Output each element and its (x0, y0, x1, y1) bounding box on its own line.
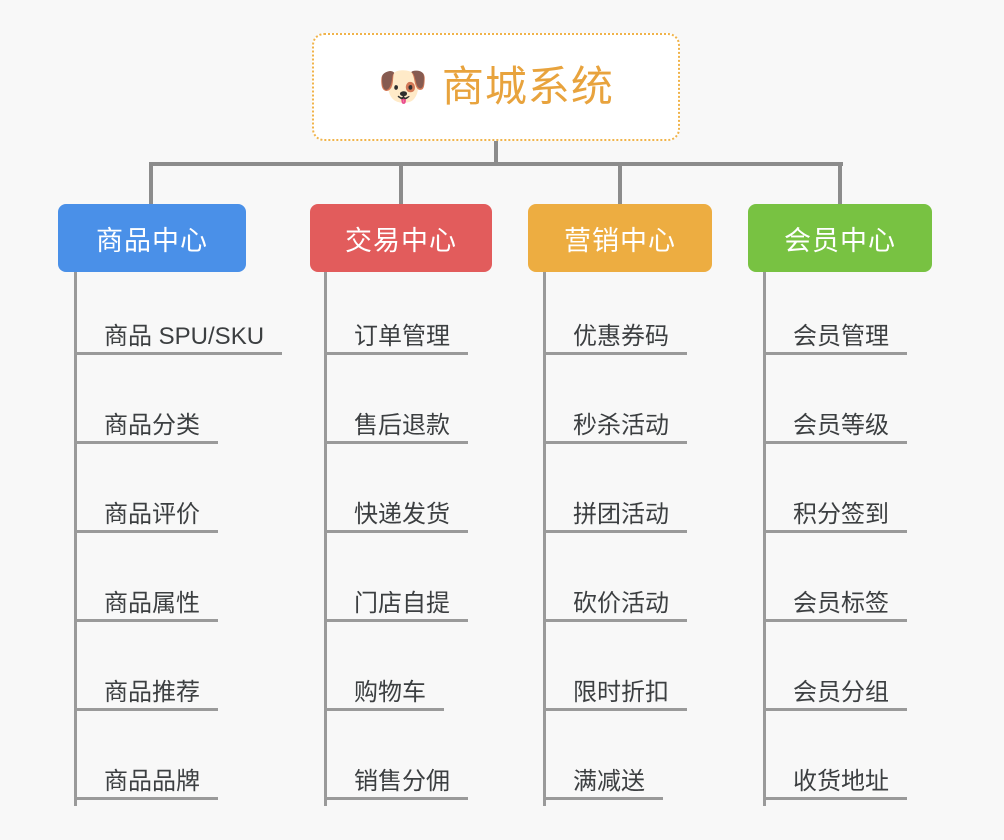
leaf-item[interactable]: 会员管理 (763, 272, 907, 361)
leaf-label: 门店自提 (324, 590, 468, 622)
leaf-label: 收货地址 (763, 768, 907, 800)
branch-node-1[interactable]: 商品中心 (58, 204, 246, 272)
leaf-label: 商品 SPU/SKU (74, 323, 283, 355)
branch-node-3[interactable]: 营销中心 (528, 204, 712, 272)
connector-drop-2 (399, 162, 403, 204)
branch-spine (763, 272, 766, 806)
leaf-label: 拼团活动 (543, 501, 687, 533)
leaf-item[interactable]: 商品品牌 (74, 717, 282, 806)
leaf-item[interactable]: 商品分类 (74, 361, 282, 450)
branch-label: 交易中心 (345, 225, 457, 256)
branch-node-2[interactable]: 交易中心 (310, 204, 492, 272)
leaf-item[interactable]: 购物车 (324, 628, 468, 717)
leaf-item[interactable]: 门店自提 (324, 539, 468, 628)
leaf-label: 订单管理 (324, 323, 468, 355)
leaf-label: 满减送 (543, 768, 663, 800)
leaf-label: 商品属性 (74, 590, 218, 622)
root-title: 商城系统 (441, 63, 614, 110)
leaf-column-3: 优惠券码秒杀活动拼团活动砍价活动限时折扣满减送 (543, 272, 687, 806)
leaf-item[interactable]: 会员分组 (763, 628, 907, 717)
leaf-label: 商品品牌 (74, 768, 218, 800)
root-node[interactable]: 🐶 商城系统 (312, 33, 680, 141)
leaf-item[interactable]: 限时折扣 (543, 628, 687, 717)
leaf-item[interactable]: 商品评价 (74, 450, 282, 539)
branch-node-4[interactable]: 会员中心 (748, 204, 932, 272)
leaf-label: 商品推荐 (74, 679, 218, 711)
branch-label: 营销中心 (564, 225, 676, 256)
leaf-column-1: 商品 SPU/SKU 商品分类商品评价商品属性商品推荐商品品牌 (74, 272, 283, 806)
leaf-label: 售后退款 (324, 412, 468, 444)
leaf-label: 会员标签 (763, 590, 907, 622)
leaf-item[interactable]: 秒杀活动 (543, 361, 687, 450)
branch-spine (324, 272, 327, 806)
leaf-item[interactable]: 快递发货 (324, 450, 468, 539)
leaf-label: 会员管理 (763, 323, 907, 355)
connector-root-stem (494, 141, 498, 164)
leaf-label: 优惠券码 (543, 323, 687, 355)
leaf-item[interactable]: 售后退款 (324, 361, 468, 450)
leaf-label: 购物车 (324, 679, 444, 711)
leaf-item[interactable]: 满减送 (543, 717, 687, 806)
connector-horizontal-bus (149, 162, 843, 166)
branch-spine (74, 272, 77, 806)
leaf-label: 积分签到 (763, 501, 907, 533)
leaf-column-4: 会员管理会员等级积分签到会员标签会员分组收货地址 (763, 272, 907, 806)
leaf-label: 商品评价 (74, 501, 218, 533)
connector-drop-1 (149, 162, 153, 204)
leaf-item[interactable]: 砍价活动 (543, 539, 687, 628)
leaf-label: 会员等级 (763, 412, 907, 444)
leaf-item[interactable]: 积分签到 (763, 450, 907, 539)
leaf-label: 砍价活动 (543, 590, 687, 622)
leaf-label: 商品分类 (74, 412, 218, 444)
leaf-label: 秒杀活动 (543, 412, 687, 444)
leaf-item[interactable]: 会员等级 (763, 361, 907, 450)
leaf-item[interactable]: 拼团活动 (543, 450, 687, 539)
branch-label: 商品中心 (96, 225, 208, 256)
leaf-label: 销售分佣 (324, 768, 468, 800)
leaf-item[interactable]: 收货地址 (763, 717, 907, 806)
connector-drop-3 (618, 162, 622, 204)
dog-face-icon: 🐶 (378, 65, 428, 109)
leaf-column-2: 订单管理售后退款快递发货门店自提购物车销售分佣 (324, 272, 468, 806)
leaf-label: 快递发货 (324, 501, 468, 533)
leaf-item[interactable]: 商品推荐 (74, 628, 282, 717)
branch-label: 会员中心 (784, 225, 896, 256)
leaf-label: 限时折扣 (543, 679, 687, 711)
leaf-item[interactable]: 销售分佣 (324, 717, 468, 806)
leaf-item[interactable]: 优惠券码 (543, 272, 687, 361)
leaf-item[interactable]: 会员标签 (763, 539, 907, 628)
leaf-item[interactable]: 商品属性 (74, 539, 282, 628)
leaf-label: 会员分组 (763, 679, 907, 711)
connector-drop-4 (838, 162, 842, 204)
branch-spine (543, 272, 546, 806)
leaf-item[interactable]: 订单管理 (324, 272, 468, 361)
leaf-item[interactable]: 商品 SPU/SKU (74, 272, 283, 361)
